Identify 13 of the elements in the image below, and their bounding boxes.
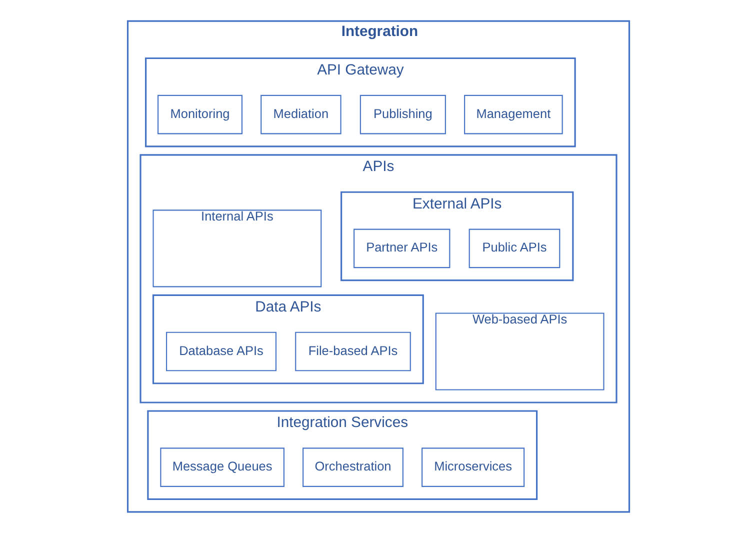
node-box: Message Queues <box>160 448 284 487</box>
node-box: Orchestration <box>302 448 403 487</box>
node-box: Public APIs <box>468 228 560 268</box>
node-box: Database APIs <box>166 332 276 372</box>
node-box: Internal APIs <box>152 210 322 288</box>
node-box: File-based APIs <box>294 332 410 372</box>
node-box: Web-based APIs <box>434 312 604 390</box>
node-box: Management <box>464 94 562 134</box>
node-box: Mediation <box>260 94 341 134</box>
node-box: Partner APIs <box>353 228 450 268</box>
node-box: Publishing <box>359 94 446 134</box>
node-box: Monitoring <box>157 94 242 134</box>
node-box: Microservices <box>421 448 524 487</box>
